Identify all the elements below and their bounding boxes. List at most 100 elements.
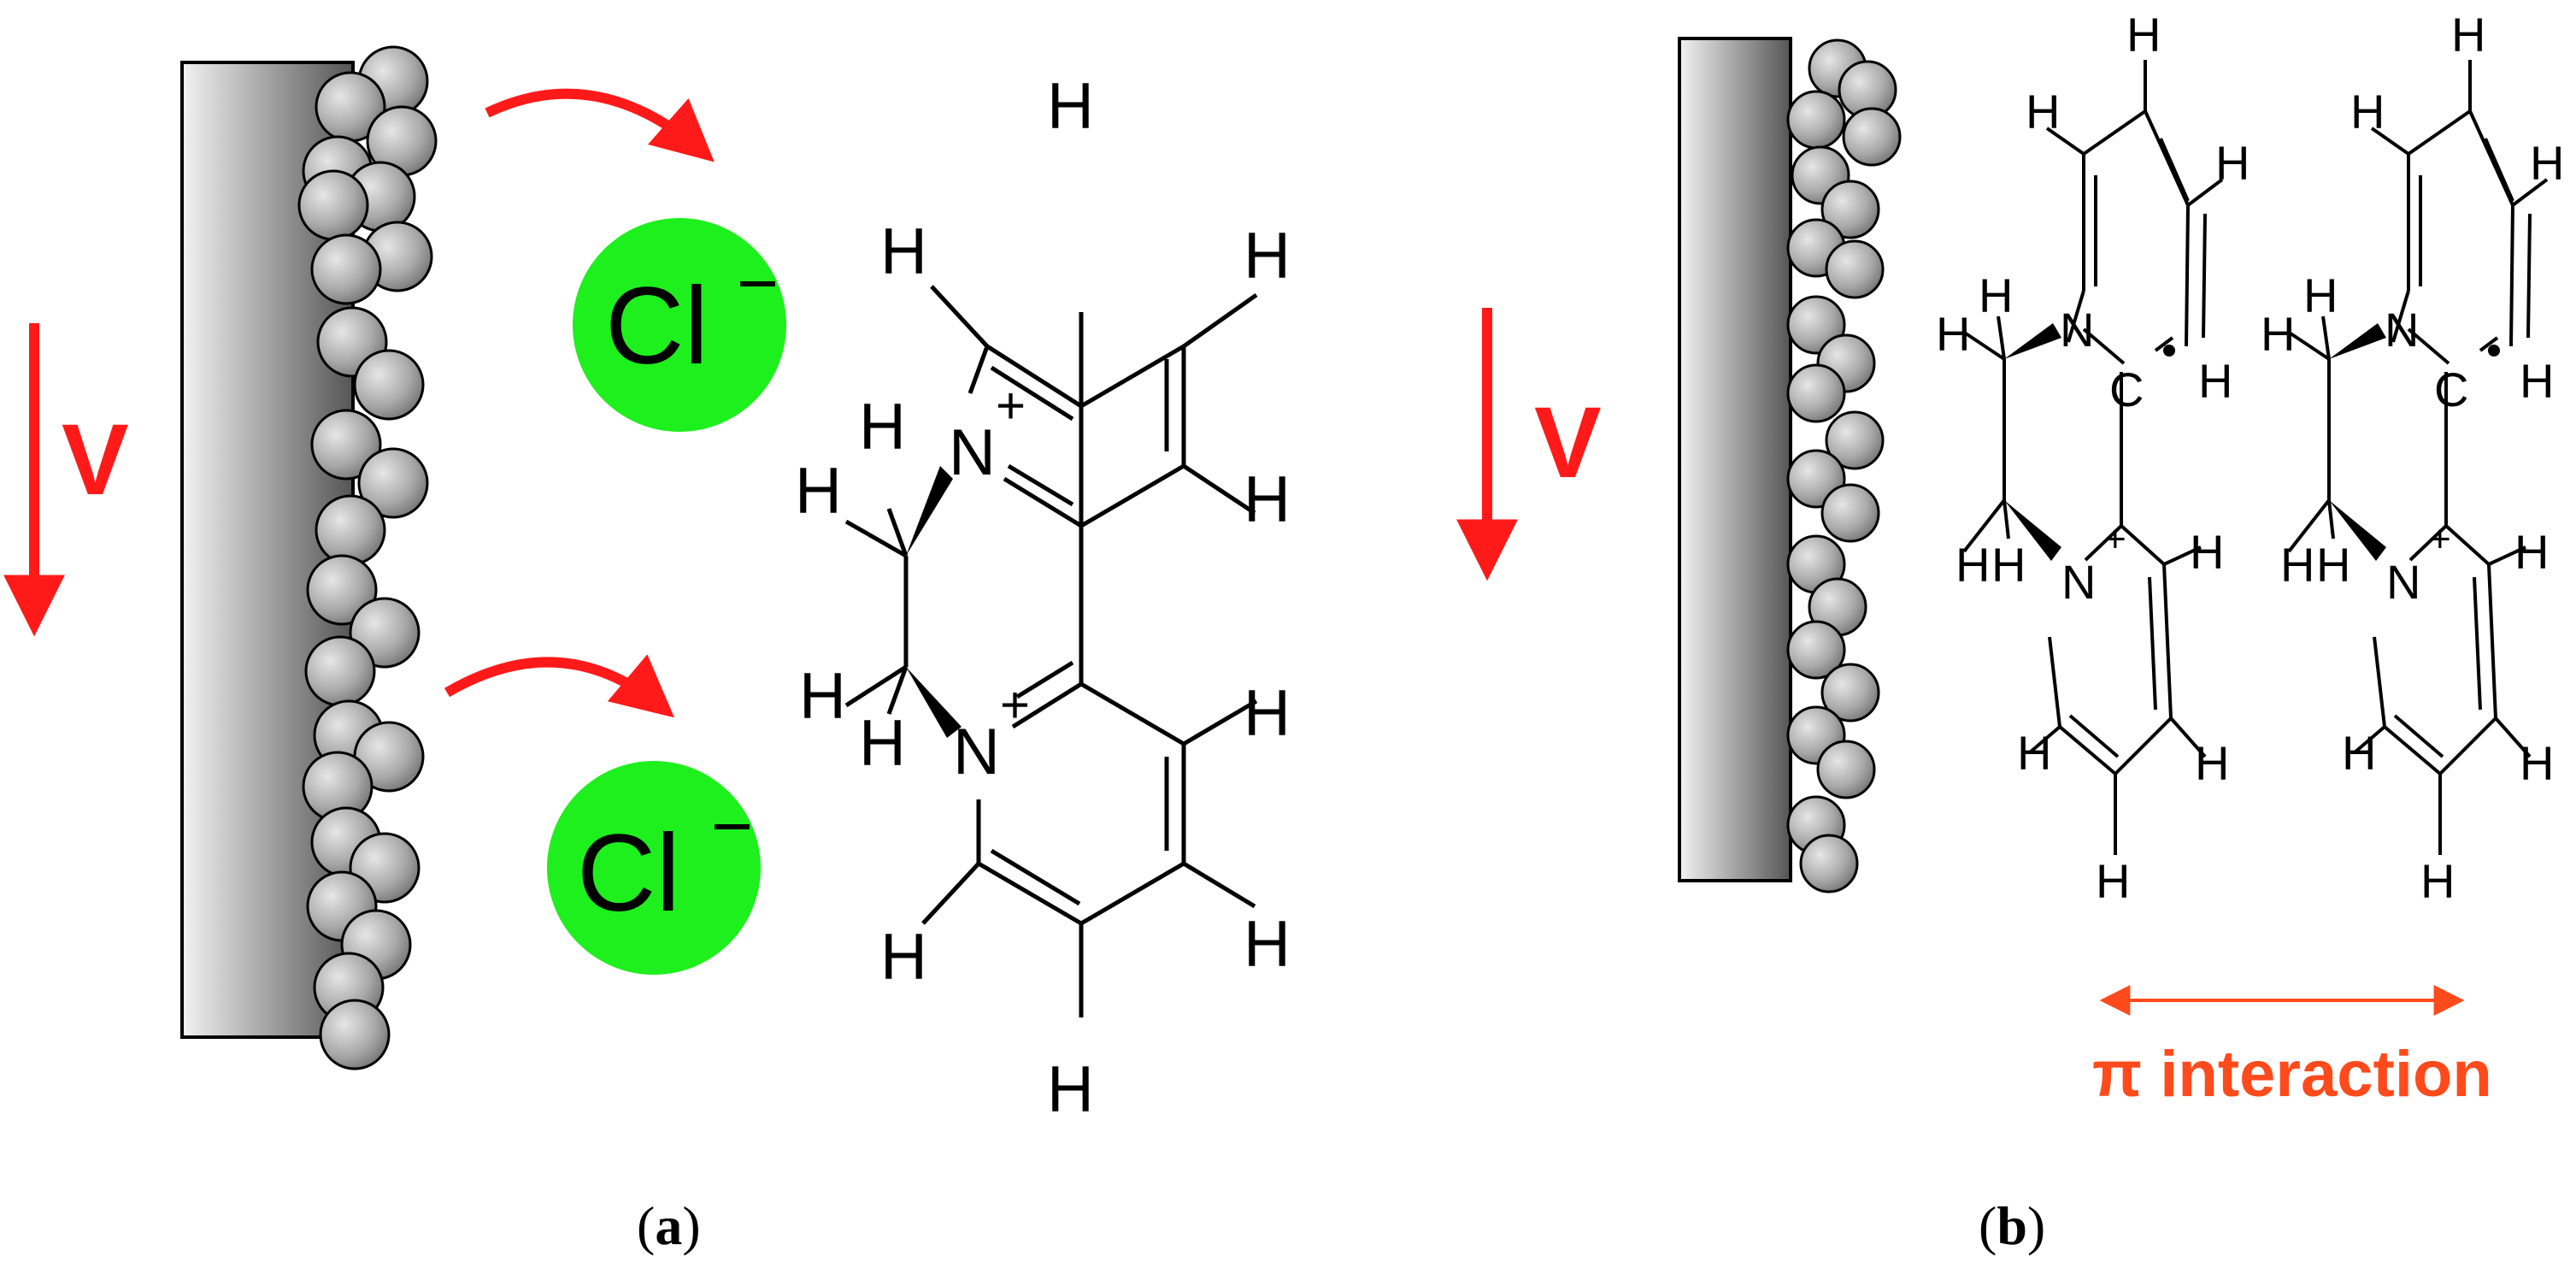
chloride-charge: − [737,243,779,323]
hydrogen-atom: H [2215,136,2250,190]
panel-a-caption: (a) [637,1195,701,1256]
hydrogen-atom: H [859,391,906,463]
radical-dot [2163,345,2175,357]
plus-charge: + [996,377,1026,434]
hydrogen-atom: H [859,707,906,780]
hydrogen-atom: H [2261,307,2295,361]
plus-charge: + [2429,518,2451,560]
ion-transfer-arrow [444,654,674,718]
particle [310,409,382,481]
bond [844,664,908,708]
hydrogen-atom: H [2096,854,2130,908]
hydrogen-atom: H [2520,354,2554,408]
nitrogen-atom: N [2060,303,2094,357]
hydrogen-atom: H [2530,136,2564,190]
hydrogen-atom: H [1047,70,1094,143]
wedge-bond [906,466,953,556]
hydrogen-atom: H [1956,538,1990,592]
hydrogen-atom: H [2451,8,2485,62]
particle [1786,620,1846,680]
particle [1842,107,1902,167]
hydrogen-atom: H [795,455,842,528]
particle [1799,834,1859,893]
plus-charge: + [2104,518,2126,560]
carbon-atom: C [2109,363,2144,416]
nitrogen-atom: N [2385,303,2419,357]
hydrogen-atom: H [1936,307,1970,361]
chloride-ion: Cl − [573,218,786,432]
particle [1786,363,1846,423]
hydrogen-atom: H [2420,854,2455,908]
hydrogen-atom: H [2350,85,2385,139]
electrode-particles [297,45,438,1070]
particle [1820,483,1880,543]
wedge-bond [2004,500,2061,561]
diquat-molecule [903,285,1258,1017]
wedge-bond [2329,500,2386,561]
hydrogen-atom: H [2514,525,2549,579]
chloride-symbol: Cl [577,812,680,935]
hydrogen-atom: H [1244,677,1291,750]
hydrogen-atom: H [1979,268,2013,322]
hydrogen-atom: H [799,660,846,733]
particle [353,349,425,421]
hydrogen-atom: H [1244,908,1291,981]
hydrogen-atom: H [2198,354,2232,408]
atom-labels: H H H N + H H H H H H N + H H H [795,70,1291,1126]
bond [886,666,909,715]
diquat-radical-molecule [1962,60,2224,855]
atom-labels: H H H N C H H H H H N + H H H H [1936,8,2250,908]
atom-labels: H H H N C H H H H H N + H H H H [2261,8,2564,908]
particle [1825,239,1885,299]
hydrogen-atom: H [1244,220,1291,292]
particle [306,554,378,626]
hydrogen-atom: H [2316,538,2350,592]
hydrogen-atom: H [2126,8,2161,62]
particle [319,999,391,1070]
hydrogen-atom: H [880,215,927,288]
hydrogen-atom: H [2195,736,2229,790]
panel-b: V [1456,8,2564,1256]
panel-b-caption: (b) [1979,1195,2045,1256]
particle [297,169,369,241]
particle [1820,180,1880,239]
hydrogen-atom: H [2017,726,2051,780]
hydrogen-atom: H [1244,463,1291,536]
particle [357,447,429,519]
nitrogen-atom: N [953,716,1000,788]
nitrogen-atom: N [2061,555,2096,609]
chloride-charge: − [711,786,753,866]
particle [1786,90,1846,150]
hydrogen-atom: H [2280,538,2314,592]
electrode [1678,37,1792,882]
ion-transfer-arrow [485,88,715,162]
hydrogen-atom: H [880,921,927,994]
radical-dot [2488,345,2500,357]
particle [1820,663,1880,722]
wedge-bond [2004,323,2061,359]
plus-charge: + [1000,676,1030,734]
voltage-label: V [1534,386,1602,499]
nitrogen-atom: N [949,416,996,489]
electrode-particles [1786,38,1902,893]
hydrogen-atom: H [1991,538,2026,592]
voltage-label: V [62,404,129,516]
bond [844,519,908,558]
pi-interaction-label: π interaction [2092,1038,2492,1111]
hydrogen-atom: H [2190,525,2224,579]
hydrogen-atom: H [1047,1053,1094,1126]
diquat-radical-molecule [2287,60,2549,855]
particle [310,233,382,305]
particle [315,494,386,566]
hydrogen-atom: H [2303,268,2338,322]
nitrogen-atom: N [2386,555,2420,609]
particle [304,635,376,707]
bond [886,508,909,557]
hydrogen-atom: H [2342,726,2376,780]
particle [1825,410,1885,470]
hydrogen-atom: H [2520,736,2554,790]
wedge-bond [906,667,962,738]
carbon-atom: C [2434,363,2468,416]
hydrogen-atom: H [2026,85,2060,139]
